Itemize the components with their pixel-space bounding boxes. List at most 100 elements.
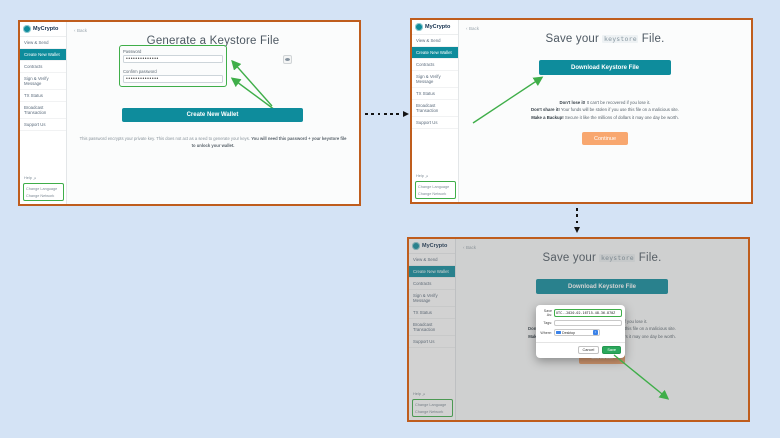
download-keystore-button[interactable]: Download Keystore File	[539, 60, 671, 75]
sidebar-item-broadcast-transaction[interactable]: Broadcast Transaction	[412, 100, 458, 117]
where-label: Where:	[540, 330, 552, 335]
sidebar-help-link[interactable]: Help ↗	[23, 174, 64, 182]
sidebar-item-contracts[interactable]: Contracts	[20, 61, 66, 73]
keystore-keyword: keystore	[599, 253, 636, 262]
sidebar-item-tx-status[interactable]: TX Status	[409, 307, 455, 319]
sidebar-item-view-send[interactable]: View & Send	[20, 37, 66, 49]
footnote-bold-text: You will need this password + your keyst…	[191, 136, 347, 149]
sidebar-item-create-new-wallet[interactable]: Create New Wallet	[409, 266, 455, 278]
password-input[interactable]	[123, 55, 223, 63]
sidebar-item-broadcast-transaction[interactable]: Broadcast Transaction	[409, 319, 455, 336]
sidebar-item-support-us[interactable]: Support Us	[412, 117, 458, 129]
password-label: Password	[123, 49, 142, 54]
title-pre: Save your	[542, 252, 600, 264]
sidebar-item-create-new-wallet[interactable]: Create New Wallet	[20, 49, 66, 61]
mycrypto-logo: MyCrypto	[412, 20, 458, 35]
tags-row: Tags:	[539, 320, 622, 326]
sidebar-footer-item[interactable]: Change Network	[415, 409, 444, 414]
warning-list: Don't lose it! It can't be recovered if …	[469, 100, 741, 122]
footnote: This password encrypts your private key.…	[79, 135, 347, 149]
warning-line: Make a Backup! Secure it like the millio…	[531, 114, 679, 120]
sidebar-item-contracts[interactable]: Contracts	[409, 278, 455, 290]
sidebar-item-view-send[interactable]: View & Send	[412, 35, 458, 47]
sidebar-help-link[interactable]: Help ↗	[415, 172, 456, 180]
desktop-folder-icon	[555, 330, 561, 335]
page-title: Save your keystore File.	[456, 252, 748, 264]
save-as-label: Save As:	[543, 309, 552, 317]
continue-button[interactable]: Continue	[582, 132, 628, 145]
back-link[interactable]: ‹ Back	[74, 28, 87, 33]
where-dropdown[interactable]: Desktop ↕	[553, 329, 600, 336]
title-post: File.	[635, 252, 662, 264]
back-link[interactable]: ‹ Back	[466, 26, 479, 31]
sidebar-item-broadcast-transaction[interactable]: Broadcast Transaction	[20, 102, 66, 119]
sidebar-item-view-send[interactable]: View & Send	[409, 254, 455, 266]
warning-line: Don't share it! Your funds will be stole…	[531, 107, 679, 113]
title-post: File.	[638, 33, 665, 45]
warning-line: Don't lose it! It can't be recovered if …	[559, 100, 651, 105]
brand-name: MyCrypto	[33, 26, 59, 32]
sidebar-item-sign-verify-message[interactable]: Sign & Verify Message	[409, 290, 455, 307]
sidebar-item-support-us[interactable]: Support Us	[409, 336, 455, 348]
dropdown-caret-icon: ↕	[593, 329, 598, 336]
sidebar-footer-item[interactable]: Change Network	[26, 193, 55, 198]
page-title: Save your keystore File.	[459, 33, 751, 45]
sidebar-item-support-us[interactable]: Support Us	[20, 119, 66, 131]
arrowhead-right-icon	[402, 111, 409, 117]
back-label: Back	[466, 245, 477, 250]
help-label: Help	[416, 173, 424, 178]
sidebar-help-link[interactable]: Help ↗	[412, 390, 453, 398]
mycrypto-logo-icon	[412, 242, 420, 250]
title-pre: Save your	[545, 33, 603, 45]
where-row: Where: Desktop ↕	[539, 329, 622, 336]
sidebar-item-tx-status[interactable]: TX Status	[20, 90, 66, 102]
sidebar-item-tx-status[interactable]: TX Status	[412, 88, 458, 100]
sidebar-item-sign-verify-message[interactable]: Sign & Verify Message	[412, 71, 458, 88]
sidebar-footer-item[interactable]: Change Language	[418, 184, 450, 189]
filename-field[interactable]: UTC--2020-02-16T15-48-36.870Z	[553, 309, 622, 317]
tags-label: Tags:	[543, 321, 552, 325]
sidebar-item-sign-verify-message[interactable]: Sign & Verify Message	[20, 73, 66, 90]
save-button[interactable]: Save	[602, 346, 621, 354]
footnote-text: This password encrypts your private key.…	[79, 136, 251, 141]
mycrypto-logo: MyCrypto	[20, 22, 66, 37]
mycrypto-logo-icon	[415, 23, 423, 31]
main-content: ‹ Back Generate a Keystore File Password…	[67, 22, 359, 204]
back-link[interactable]: ‹ Back	[463, 245, 476, 250]
show-password-button[interactable]	[283, 55, 292, 64]
confirm-password-input[interactable]	[123, 75, 223, 83]
sidebar-footer-item[interactable]: Change Language	[26, 186, 58, 191]
cancel-button[interactable]: Cancel	[577, 346, 600, 354]
save-as-row: Save As: UTC--2020-02-16T15-48-36.870Z	[539, 309, 622, 317]
create-new-wallet-button[interactable]: Create New Wallet	[122, 108, 303, 122]
eye-icon	[285, 58, 290, 61]
tags-field[interactable]	[553, 320, 622, 326]
macos-save-dialog: Save As: UTC--2020-02-16T15-48-36.870Z T…	[536, 305, 625, 358]
sidebar-item-create-new-wallet[interactable]: Create New Wallet	[412, 47, 458, 59]
help-label: Help	[413, 391, 421, 396]
sidebar-footer-item[interactable]: Change Network	[418, 191, 447, 196]
brand-name: MyCrypto	[422, 243, 448, 249]
back-chevron-icon: ‹	[74, 28, 76, 33]
mycrypto-logo-icon	[23, 25, 31, 33]
main-content: ‹ Back Save your keystore File. Download…	[459, 20, 751, 202]
sidebar-footer-item[interactable]: Change Language	[415, 402, 447, 407]
help-label: Help	[24, 175, 32, 180]
page-title: Generate a Keystore File	[146, 35, 280, 47]
sidebar-item-contracts[interactable]: Contracts	[412, 59, 458, 71]
dialog-buttons: Cancel Save	[577, 346, 621, 354]
download-keystore-button[interactable]: Download Keystore File	[536, 279, 668, 294]
